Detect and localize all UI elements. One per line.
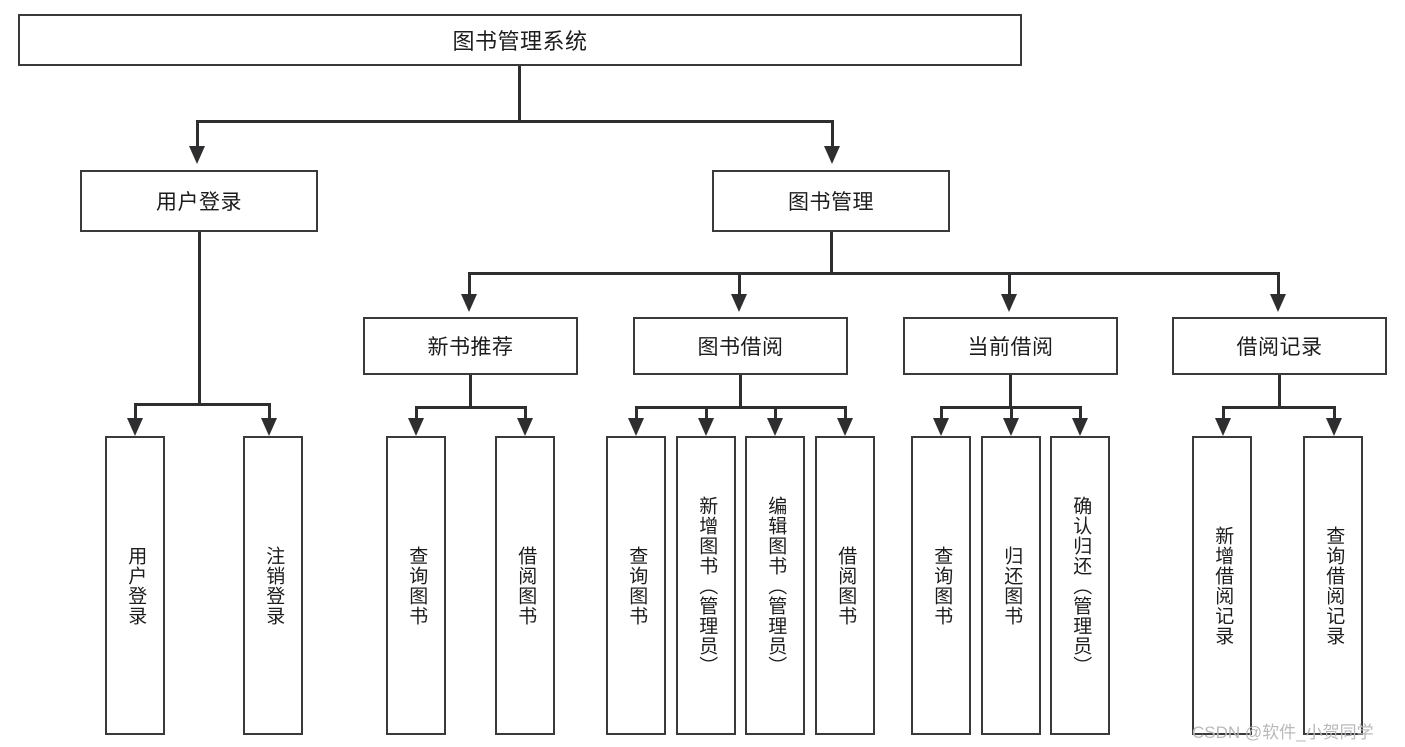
arrow-borrow-record-to-leaf-1 (1326, 418, 1342, 436)
arrow-root-to-user-login (189, 146, 205, 164)
connector-book-mgmt-stem (830, 232, 833, 275)
connector-new-book-stem (469, 375, 472, 409)
connector-borrow-record-to-leaf-0 (1222, 406, 1225, 422)
leaf-current-borrow-return-book[interactable]: 归还图书 (981, 436, 1041, 735)
arrow-book-borrow-to-leaf-2 (767, 418, 783, 436)
connector-book-borrow-bus (635, 406, 847, 409)
node-label: 图书借阅 (697, 336, 784, 359)
node-label: 归还图书 (1001, 545, 1023, 626)
connector-book-mgmt-bus (468, 272, 1280, 275)
node-book-management[interactable]: 图书管理 (712, 170, 950, 232)
connector-book-borrow-to-leaf-3 (844, 406, 847, 422)
leaf-book-borrow-query-book[interactable]: 查询图书 (606, 436, 666, 735)
node-book-borrow[interactable]: 图书借阅 (633, 317, 848, 375)
leaf-current-borrow-query-book[interactable]: 查询图书 (911, 436, 971, 735)
leaf-book-borrow-edit-book-admin[interactable]: 编辑图书（管理员） (745, 436, 805, 735)
connector-new-book-to-leaf-1 (524, 406, 527, 422)
connector-book-borrow-to-leaf-2 (774, 406, 777, 422)
arrow-book-borrow-to-leaf-0 (628, 418, 644, 436)
node-label: 图书管理 (788, 191, 874, 214)
node-current-borrow[interactable]: 当前借阅 (903, 317, 1118, 375)
arrow-current-borrow-to-leaf-1 (1003, 418, 1019, 436)
arrow-book-mgmt-to-new-book (461, 294, 477, 312)
connector-current-borrow-to-leaf-2 (1079, 406, 1082, 422)
arrow-new-book-to-leaf-0 (408, 418, 424, 436)
connector-new-book-to-leaf-0 (415, 406, 418, 422)
node-borrow-record[interactable]: 借阅记录 (1172, 317, 1387, 375)
arrow-user-login-to-leaf-1 (261, 418, 277, 436)
arrow-current-borrow-to-leaf-2 (1072, 418, 1088, 436)
arrow-new-book-to-leaf-1 (517, 418, 533, 436)
connector-borrow-record-to-leaf-1 (1333, 406, 1336, 422)
connector-current-borrow-stem (1009, 375, 1012, 409)
connector-book-mgmt-to-borrow-record (1277, 272, 1280, 296)
leaf-current-borrow-confirm-return-admin[interactable]: 确认归还（管理员） (1050, 436, 1110, 735)
node-new-book-recommend[interactable]: 新书推荐 (363, 317, 578, 375)
csdn-watermark: CSDN @软件_小贺同学 (1192, 723, 1374, 742)
connector-root-bus (196, 120, 834, 123)
arrow-user-login-to-leaf-0 (127, 418, 143, 436)
connector-user-login-stem (198, 232, 201, 406)
connector-user-login-to-leaf-0 (134, 403, 137, 422)
node-label: 图书管理系统 (452, 29, 588, 54)
leaf-book-borrow-add-book-admin[interactable]: 新增图书（管理员） (676, 436, 736, 735)
leaf-borrow-record-query-record[interactable]: 查询借阅记录 (1303, 436, 1363, 735)
connector-book-borrow-to-leaf-1 (705, 406, 708, 422)
leaf-book-borrow-borrow-book[interactable]: 借阅图书 (815, 436, 875, 735)
node-label: 借阅记录 (1236, 336, 1323, 359)
leaf-new-book-query-book[interactable]: 查询图书 (386, 436, 446, 735)
connector-current-borrow-to-leaf-1 (1010, 406, 1013, 422)
connector-new-book-bus (415, 406, 527, 409)
arrow-book-mgmt-to-current-borrow (1001, 294, 1017, 312)
arrow-book-mgmt-to-borrow-record (1270, 294, 1286, 312)
leaf-new-book-borrow-book[interactable]: 借阅图书 (495, 436, 555, 735)
node-label: 编辑图书（管理员） (765, 495, 787, 676)
leaf-borrow-record-add-record[interactable]: 新增借阅记录 (1192, 436, 1252, 735)
arrow-book-borrow-to-leaf-3 (837, 418, 853, 436)
arrow-book-mgmt-to-book-borrow (731, 294, 747, 312)
node-label: 查询图书 (626, 545, 648, 626)
connector-root-stem (518, 66, 521, 122)
connector-borrow-record-stem (1278, 375, 1281, 409)
node-label: 用户登录 (125, 545, 147, 626)
node-label: 查询借阅记录 (1323, 525, 1345, 646)
connector-book-mgmt-to-current-borrow (1008, 272, 1011, 296)
leaf-user-login-login[interactable]: 用户登录 (105, 436, 165, 735)
arrow-borrow-record-to-leaf-0 (1215, 418, 1231, 436)
node-label: 确认归还（管理员） (1070, 495, 1092, 676)
connector-user-login-to-leaf-1 (268, 403, 271, 422)
connector-book-borrow-to-leaf-0 (635, 406, 638, 422)
connector-root-to-book-mgmt (831, 120, 834, 148)
node-label: 当前借阅 (967, 336, 1054, 359)
connector-book-borrow-stem (739, 375, 742, 409)
connector-book-mgmt-to-new-book (468, 272, 471, 296)
connector-user-login-bus (134, 403, 271, 406)
node-label: 查询图书 (931, 545, 953, 626)
node-root-system[interactable]: 图书管理系统 (18, 14, 1022, 66)
node-label: 借阅图书 (515, 545, 537, 626)
node-label: 借阅图书 (835, 545, 857, 626)
node-label: 注销登录 (263, 545, 285, 626)
node-label: 用户登录 (156, 191, 242, 214)
node-label: 新增图书（管理员） (696, 495, 718, 676)
connector-current-borrow-to-leaf-0 (940, 406, 943, 422)
node-label: 查询图书 (406, 545, 428, 626)
leaf-user-login-logout[interactable]: 注销登录 (243, 436, 303, 735)
connector-root-to-user-login (196, 120, 199, 148)
arrow-current-borrow-to-leaf-0 (933, 418, 949, 436)
node-label: 新增借阅记录 (1212, 525, 1234, 646)
arrow-root-to-book-mgmt (824, 146, 840, 164)
node-user-login[interactable]: 用户登录 (80, 170, 318, 232)
connector-book-mgmt-to-book-borrow (738, 272, 741, 296)
node-label: 新书推荐 (427, 336, 514, 359)
connector-borrow-record-bus (1222, 406, 1336, 409)
arrow-book-borrow-to-leaf-1 (698, 418, 714, 436)
